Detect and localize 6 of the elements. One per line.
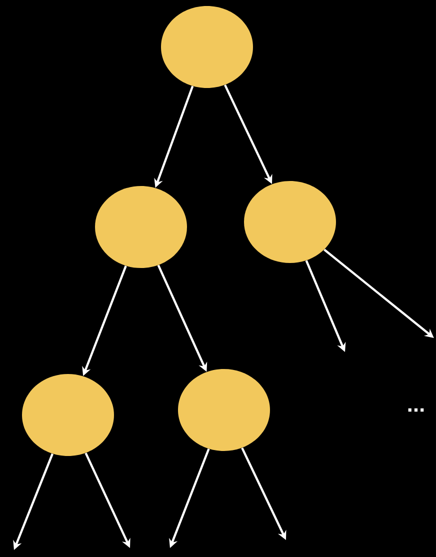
node-circle: [161, 6, 253, 88]
ellipsis: ...: [408, 408, 424, 412]
node-circle: [22, 374, 114, 456]
node-circle: [178, 369, 270, 451]
node-circle: [244, 181, 336, 263]
node-circle: [95, 186, 187, 268]
